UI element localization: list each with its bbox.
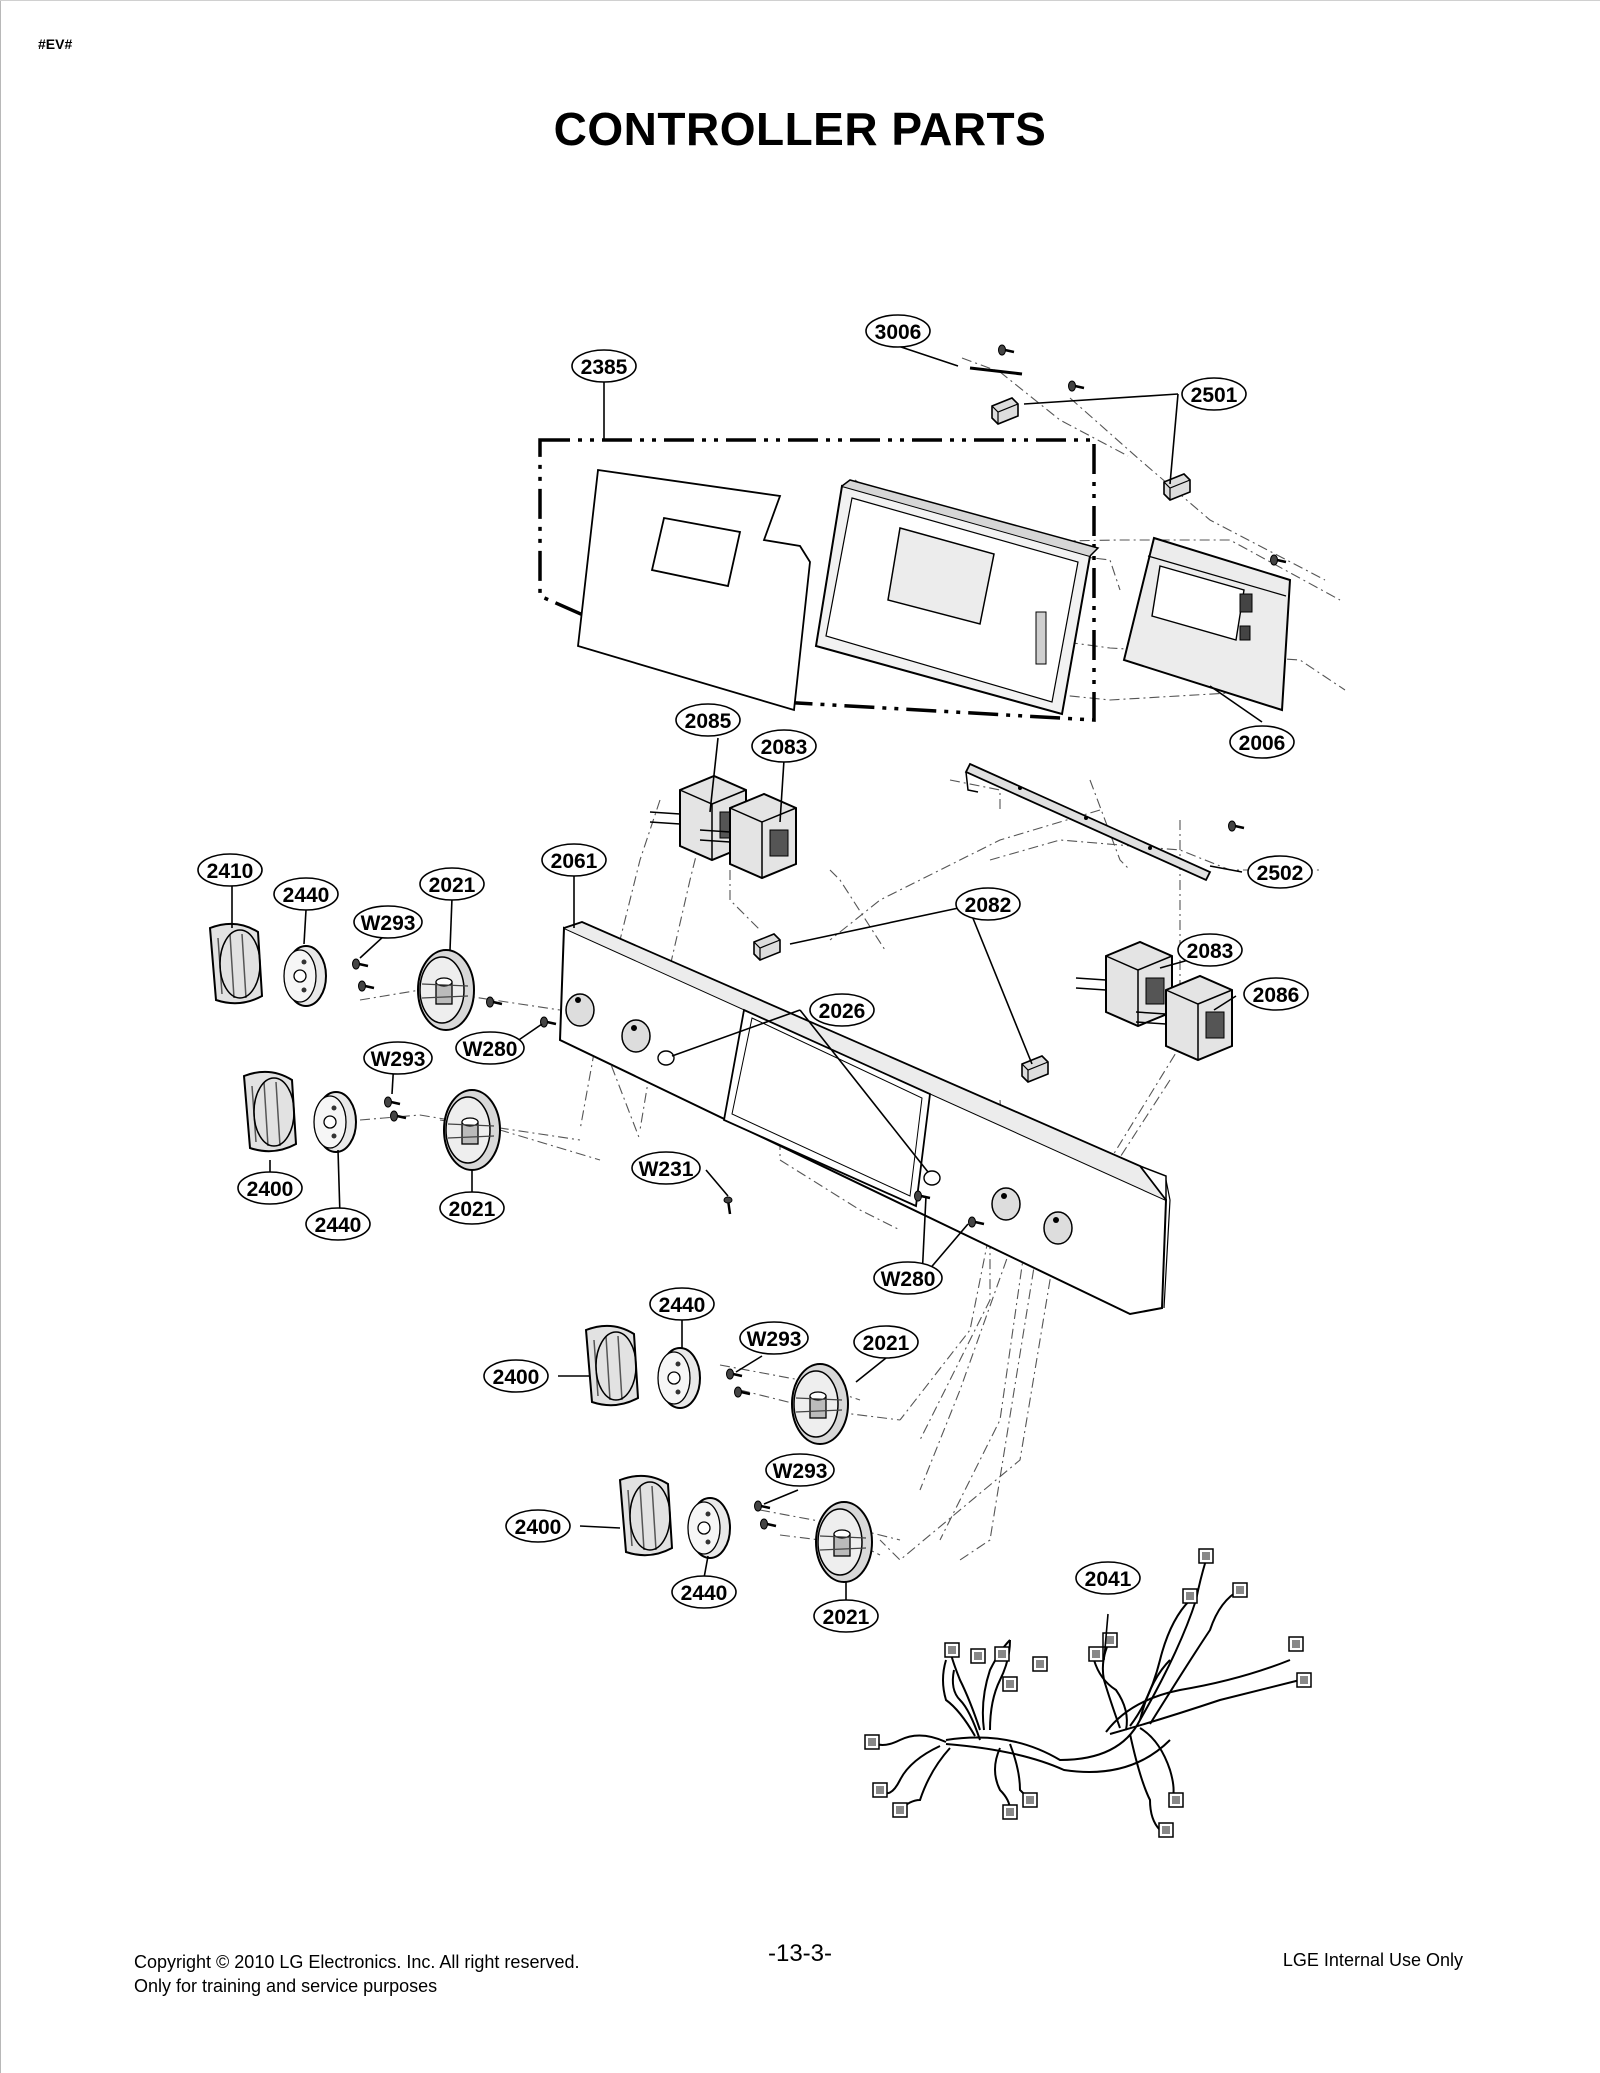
callout-2440-third: 2440 — [649, 1287, 715, 1321]
knob-set-1 — [209, 922, 475, 1031]
callout-2082: 2082 — [955, 887, 1021, 921]
svg-text:W293: W293 — [371, 1048, 426, 1071]
callout-2006: 2006 — [1229, 725, 1295, 759]
usage-text: Only for training and service purposes — [134, 1976, 438, 1996]
mounting-rail — [964, 762, 1212, 882]
svg-text:2502: 2502 — [1257, 862, 1304, 885]
svg-text:W293: W293 — [747, 1328, 802, 1351]
knob-set-3 — [585, 1324, 849, 1445]
display-board — [1122, 536, 1292, 712]
svg-text:2400: 2400 — [247, 1178, 294, 1201]
svg-text:2085: 2085 — [685, 710, 732, 733]
svg-text:W280: W280 — [463, 1038, 518, 1061]
callout-w293-upper: W293 — [353, 905, 423, 939]
footer-legal: Copyright © 2010 LG Electronics. Inc. Al… — [134, 1950, 579, 1998]
callout-2061: 2061 — [541, 843, 607, 877]
callout-2440-second: 2440 — [305, 1207, 371, 1241]
svg-text:2440: 2440 — [681, 1582, 728, 1605]
assembly-2385-boundary — [538, 438, 1096, 722]
knob-set-4 — [619, 1474, 873, 1583]
callout-leaders — [231, 345, 1263, 1661]
svg-text:2021: 2021 — [449, 1198, 496, 1221]
callout-w280-right: W280 — [873, 1261, 943, 1295]
svg-text:2021: 2021 — [823, 1606, 870, 1629]
callout-2501: 2501 — [1181, 377, 1247, 411]
page-number: -13-3- — [767, 1940, 833, 1967]
svg-text:2440: 2440 — [283, 884, 330, 907]
callout-2385: 2385 — [571, 349, 637, 383]
svg-text:2501: 2501 — [1191, 384, 1238, 407]
callout-2085: 2085 — [675, 703, 741, 737]
callout-2021-upper: 2021 — [419, 867, 485, 901]
callout-2502: 2502 — [1247, 855, 1313, 889]
callout-w293-second: W293 — [363, 1041, 433, 1075]
callout-2021-lower: 2021 — [813, 1599, 879, 1633]
svg-text:2440: 2440 — [315, 1214, 362, 1237]
callout-2410: 2410 — [197, 853, 263, 887]
svg-text:2041: 2041 — [1085, 1568, 1132, 1591]
callout-2026: 2026 — [809, 993, 875, 1027]
callout-w293-third: W293 — [739, 1321, 809, 1355]
svg-text:2061: 2061 — [551, 850, 598, 873]
callout-2083-lower: 2083 — [1177, 933, 1243, 967]
relay-2082-left — [753, 933, 781, 961]
svg-text:2410: 2410 — [207, 860, 254, 883]
svg-text:2400: 2400 — [515, 1516, 562, 1539]
control-panel — [485, 921, 1171, 1316]
svg-text:W293: W293 — [773, 1460, 828, 1483]
copyright-text: Copyright © 2010 LG Electronics. Inc. Al… — [134, 1952, 580, 1972]
svg-text:2021: 2021 — [863, 1332, 910, 1355]
svg-text:2021: 2021 — [429, 874, 476, 897]
page-top-edge — [0, 0, 1600, 1]
svg-text:2440: 2440 — [659, 1294, 706, 1317]
document-tag: #EV# — [38, 36, 73, 52]
callout-2440-upper: 2440 — [273, 877, 339, 911]
callout-2440-lower: 2440 — [671, 1575, 737, 1609]
callout-3006: 3006 — [865, 314, 931, 348]
callout-2083-upper: 2083 — [751, 729, 817, 763]
svg-text:W293: W293 — [361, 912, 416, 935]
knob-set-2 — [243, 1070, 501, 1171]
callout-2041: 2041 — [1075, 1561, 1141, 1595]
classification-text: LGE Internal Use Only — [1282, 1950, 1463, 1970]
svg-text:2026: 2026 — [819, 1000, 866, 1023]
svg-text:2006: 2006 — [1239, 732, 1286, 755]
svg-text:2086: 2086 — [1253, 984, 1300, 1007]
page-left-edge — [0, 0, 1, 2073]
svg-text:2385: 2385 — [581, 356, 628, 379]
touch-overlay-film — [577, 468, 811, 712]
callout-2400-lower: 2400 — [505, 1509, 571, 1543]
svg-text:W231: W231 — [639, 1158, 694, 1181]
bracket-clips — [969, 343, 1288, 833]
controller-frame — [814, 479, 1100, 716]
svg-text:2083: 2083 — [1187, 940, 1234, 963]
callout-2021-third: 2021 — [853, 1325, 919, 1359]
svg-text:3006: 3006 — [875, 321, 922, 344]
svg-text:W280: W280 — [881, 1268, 936, 1291]
wire-harness — [869, 1559, 1301, 1831]
svg-text:2400: 2400 — [493, 1366, 540, 1389]
callout-2086: 2086 — [1243, 977, 1309, 1011]
callout-w280-left: W280 — [455, 1031, 525, 1065]
svg-text:2083: 2083 — [761, 736, 808, 759]
callout-w231: W231 — [631, 1151, 701, 1185]
callout-w293-fourth: W293 — [765, 1453, 835, 1487]
relay-2082-right — [1021, 1055, 1049, 1083]
callout-2021-second: 2021 — [439, 1191, 505, 1225]
callout-2400-middle: 2400 — [483, 1359, 549, 1393]
page-title: CONTROLLER PARTS — [553, 103, 1047, 155]
callout-2400-upper: 2400 — [237, 1171, 303, 1205]
svg-text:2082: 2082 — [965, 894, 1012, 917]
